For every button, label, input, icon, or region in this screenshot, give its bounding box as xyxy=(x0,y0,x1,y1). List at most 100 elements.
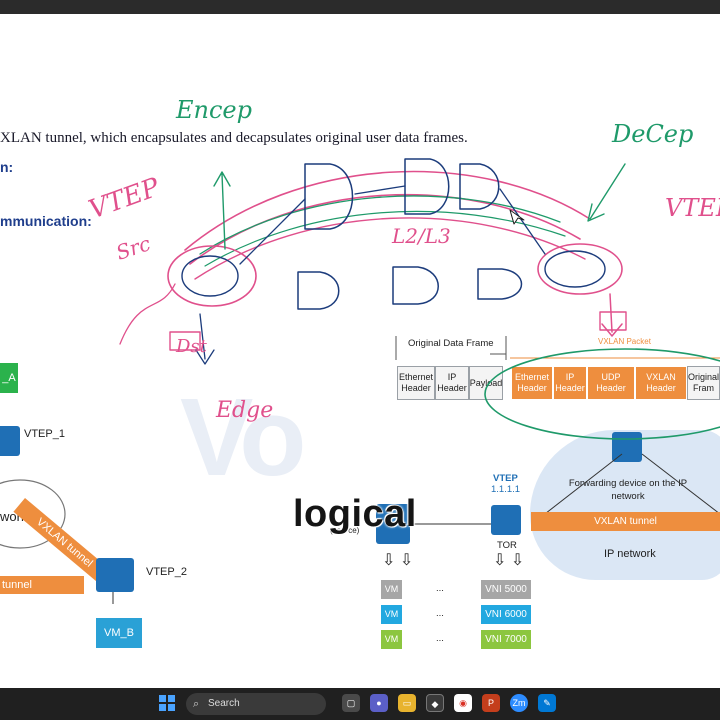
vxlan-ip-header: IP Header xyxy=(553,366,587,400)
green-tunnel-arc-1 xyxy=(199,195,561,255)
tor-label: TOR xyxy=(497,540,517,551)
vxlan-original-text: Original Fram xyxy=(688,372,720,393)
horizontal-tunnel-label: tunnel xyxy=(2,579,32,591)
start-tile xyxy=(159,704,166,711)
handwriting-decep: DeCep xyxy=(612,120,694,148)
vm-box-3-text: VM xyxy=(384,634,399,644)
file-explorer-icon[interactable]: ▭ xyxy=(398,694,416,712)
handwriting-encep: Encep xyxy=(176,96,252,124)
zoom-icon[interactable]: Zm xyxy=(510,694,528,712)
vtep2-label: VTEP_2 xyxy=(146,566,187,578)
right-vxlan-tunnel-text: VXLAN tunnel xyxy=(594,516,657,527)
pink-down-arrow xyxy=(601,293,623,337)
vxlan-ethernet-text: Ethernet Header xyxy=(514,372,550,393)
handwriting-edge: Edge xyxy=(216,398,274,423)
taskbar-search-box[interactable]: ⌕ Search xyxy=(186,693,326,715)
ellipsis-1: ... xyxy=(436,583,444,594)
handwriting-dst: Dst xyxy=(176,336,207,357)
windows-start-icon[interactable] xyxy=(159,695,175,711)
router-sketch-6 xyxy=(477,268,523,300)
source-label: (source) xyxy=(330,526,360,535)
handwriting-l2l3: L2/L3 xyxy=(392,224,451,248)
frame-ip-text: IP Header xyxy=(437,372,467,393)
start-tile xyxy=(159,695,166,702)
decap-arrow xyxy=(587,163,626,222)
pink-tunnel-arc-low xyxy=(194,217,586,280)
search-icon: ⌕ xyxy=(193,698,200,710)
vm-box-3: VM xyxy=(381,630,402,649)
frame-ethernet-header: Ethernet Header xyxy=(397,366,435,400)
watermark-logo: Vo xyxy=(180,376,306,499)
vni-6000-box: VNI 6000 xyxy=(481,605,531,624)
vtep-right-label: VTEP xyxy=(493,473,518,484)
green-tunnel-arc-2 xyxy=(204,210,566,267)
vm-box-2: VM xyxy=(381,605,402,624)
teams-chat-icon[interactable]: ● xyxy=(370,694,388,712)
forwarding-device-icon xyxy=(612,432,642,462)
mouse-cursor xyxy=(509,209,525,225)
task-view-icon[interactable]: ▢ xyxy=(342,694,360,712)
caption-logical: logical xyxy=(293,493,417,535)
vxlan-udp-text: UDP Header xyxy=(596,372,626,393)
ellipsis-3: ... xyxy=(436,633,444,644)
vtep1-label: VTEP_1 xyxy=(24,428,65,440)
vm-b-label: VM_B xyxy=(104,627,134,639)
encap-arrow xyxy=(213,171,231,250)
vxlan-vxlan-text: VXLAN Header xyxy=(646,372,676,393)
bullet-line-3: mmunication: xyxy=(0,213,92,229)
source-server-icon xyxy=(376,504,410,544)
handwriting-vtep-right: VTEP xyxy=(665,194,720,222)
vm-box-1-text: VM xyxy=(384,584,399,594)
frame-ethernet-text: Ethernet Header xyxy=(398,372,434,393)
router-link-3 xyxy=(499,188,546,255)
router-sketch-1 xyxy=(304,163,354,230)
pink-tunnel-arc-top xyxy=(184,170,591,251)
vm-a-box: _A xyxy=(0,363,18,393)
ellipsis-2: ... xyxy=(436,608,444,619)
annotation-overlay xyxy=(119,158,720,440)
ip-network-label: IP network xyxy=(604,548,656,560)
vtep2-switch-icon xyxy=(96,558,134,592)
vxlan-packet-label: VXLAN Packet xyxy=(598,337,651,346)
powerpoint-icon[interactable]: P xyxy=(482,694,500,712)
frame-ip-header: IP Header xyxy=(435,366,469,400)
router-link-1 xyxy=(239,198,306,265)
router-sketch-5 xyxy=(392,266,439,305)
app-icon[interactable]: ◆ xyxy=(426,694,444,712)
whiteboard-icon[interactable]: ✎ xyxy=(538,694,556,712)
vni-7000-text: VNI 7000 xyxy=(485,634,527,645)
right-tunnel-end-inner xyxy=(544,250,606,288)
link-to-forwarding-right xyxy=(641,453,720,515)
right-vxlan-tunnel: VXLAN tunnel xyxy=(531,512,720,531)
pink-tunnel-arc-mid xyxy=(189,193,581,265)
vxlan-ip-text: IP Header xyxy=(555,372,585,393)
vni-down-arrows: ⇩ ⇩ xyxy=(493,552,525,569)
start-tile xyxy=(168,695,175,702)
horizontal-tunnel-left: tunnel xyxy=(0,576,84,594)
chrome-icon[interactable]: ◉ xyxy=(454,694,472,712)
vni-5000-box: VNI 5000 xyxy=(481,580,531,599)
vtep-ip-label: 1.1.1.1 xyxy=(491,484,521,495)
vm-a-label: _A xyxy=(2,372,16,384)
search-placeholder: Search xyxy=(208,698,240,709)
vtep1-switch-icon xyxy=(0,426,20,456)
vxlan-vxlan-header: VXLAN Header xyxy=(635,366,687,400)
green-packet-highlight xyxy=(484,348,720,440)
taskbar xyxy=(0,688,720,720)
vxlan-ethernet-header: Ethernet Header xyxy=(511,366,553,400)
vni-6000-text: VNI 6000 xyxy=(485,609,527,620)
window-top-bar xyxy=(0,0,720,14)
vxlan-original-frame: Original Fram xyxy=(687,366,720,400)
bullet-line-2: n: xyxy=(0,159,14,175)
slide-canvas: Vo XLAN tunnel, which encapsulates and d… xyxy=(0,14,720,688)
edge-down-arrow xyxy=(195,313,215,365)
pink-squiggle xyxy=(119,283,176,345)
router-link-2 xyxy=(354,185,406,195)
original-frame-label: Original Data Frame xyxy=(408,338,494,349)
vm-down-arrows: ⇩ ⇩ xyxy=(382,552,414,569)
vm-box-1: VM xyxy=(381,580,402,599)
router-sketch-3 xyxy=(459,163,500,210)
left-tunnel-end-outer xyxy=(167,245,257,307)
left-tunnel-end-inner xyxy=(181,255,239,297)
frame-payload: Payload xyxy=(469,366,503,400)
